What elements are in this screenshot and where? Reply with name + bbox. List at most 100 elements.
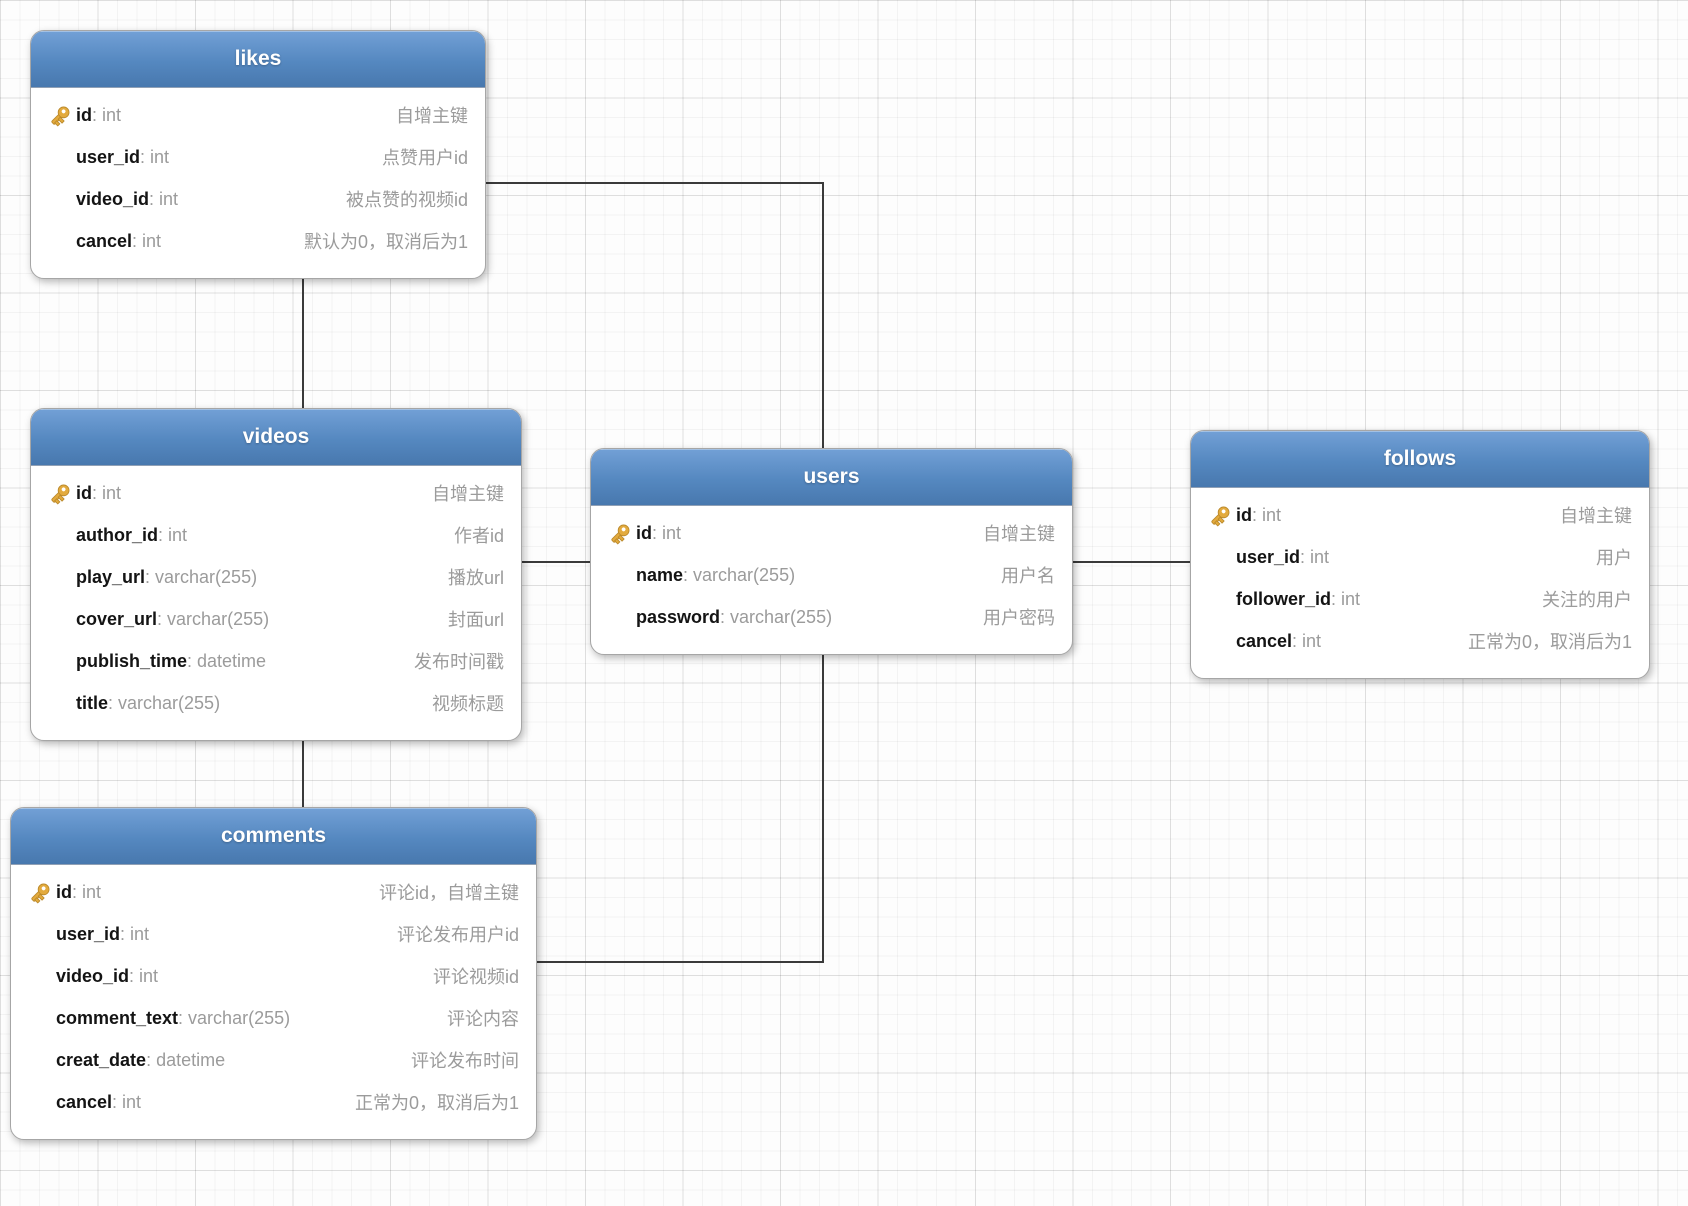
field-row-videos-id[interactable]: id : int 自增主键	[31, 472, 521, 514]
field-type: : varchar(255)	[178, 1007, 291, 1028]
table-title: users	[803, 465, 860, 488]
primary-key-icon	[50, 484, 69, 505]
key-slot	[1204, 630, 1236, 653]
field-comment: 自增主键	[396, 106, 468, 126]
field-name: id	[56, 881, 72, 902]
field-name: password	[636, 606, 721, 627]
field-list: id : int 评论id，自增主键 user_id : int 评论发布用户i…	[11, 865, 536, 1139]
field-comment: 用户密码	[983, 608, 1055, 628]
table-users[interactable]: users id : int 自增主键	[590, 448, 1073, 655]
table-header[interactable]: follows	[1191, 431, 1649, 488]
field-comment: 点赞用户id	[381, 148, 468, 168]
field-row-comments-cancel[interactable]: cancel : int 正常为0，取消后为1	[11, 1081, 536, 1123]
field-type: : int	[140, 146, 170, 167]
key-slot	[604, 522, 636, 545]
field-row-comments-comment_text[interactable]: comment_text : varchar(255) 评论内容	[11, 997, 536, 1039]
field-type: : int	[112, 1091, 142, 1112]
field-comment: 评论视频id	[432, 967, 519, 987]
table-header[interactable]: videos	[31, 409, 521, 466]
field-name: publish_time	[76, 650, 188, 671]
field-comment: 自增主键	[1560, 506, 1632, 526]
field-name: cover_url	[76, 608, 158, 629]
field-comment: 评论内容	[447, 1009, 519, 1029]
field-type: : int	[149, 188, 179, 209]
field-row-follows-follower_id[interactable]: follower_id : int 关注的用户	[1191, 578, 1649, 620]
field-row-follows-user_id[interactable]: user_id : int 用户	[1191, 536, 1649, 578]
field-type: : int	[132, 230, 162, 251]
field-row-videos-publish_time[interactable]: publish_time : datetime 发布时间戳	[31, 640, 521, 682]
field-name: id	[76, 482, 92, 503]
field-type: : int	[72, 881, 102, 902]
field-list: id : int 自增主键 name : varchar(255) 用户名	[591, 506, 1072, 654]
field-row-follows-cancel[interactable]: cancel : int 正常为0，取消后为1	[1191, 620, 1649, 662]
table-follows[interactable]: follows id : int 自增主键	[1190, 430, 1650, 679]
primary-key-icon	[610, 524, 629, 545]
connector-likes-users-v	[822, 182, 824, 449]
field-name: comment_text	[56, 1007, 179, 1028]
field-row-comments-video_id[interactable]: video_id : int 评论视频id	[11, 955, 536, 997]
key-slot	[44, 104, 76, 127]
table-header[interactable]: likes	[31, 31, 485, 88]
field-comment: 评论id，自增主键	[378, 883, 519, 903]
field-name: cancel	[56, 1091, 113, 1112]
field-type: : varchar(255)	[720, 606, 833, 627]
field-row-videos-cover_url[interactable]: cover_url : varchar(255) 封面url	[31, 598, 521, 640]
field-type: : varchar(255)	[108, 692, 221, 713]
key-slot	[1204, 504, 1236, 527]
key-slot	[1204, 546, 1236, 569]
field-name: author_id	[76, 524, 159, 545]
field-type: : datetime	[187, 650, 267, 671]
field-name: cancel	[76, 230, 133, 251]
field-comment: 关注的用户	[1542, 590, 1632, 610]
field-comment: 视频标题	[432, 694, 504, 714]
field-row-likes-user_id[interactable]: user_id : int 点赞用户id	[31, 136, 485, 178]
field-comment: 评论发布用户id	[396, 925, 519, 945]
field-row-users-id[interactable]: id : int 自增主键	[591, 512, 1072, 554]
key-slot	[24, 1049, 56, 1072]
field-list: id : int 自增主键 user_id : int 用户	[1191, 488, 1649, 678]
connector-users-follows	[1072, 561, 1191, 563]
table-videos[interactable]: videos id : int 自增主键	[30, 408, 522, 741]
field-comment: 封面url	[447, 610, 504, 630]
field-row-comments-user_id[interactable]: user_id : int 评论发布用户id	[11, 913, 536, 955]
table-likes[interactable]: likes id : int 自增主键	[30, 30, 486, 279]
key-slot	[24, 881, 56, 904]
field-name: id	[76, 104, 92, 125]
field-list: id : int 自增主键 author_id : int 作者id	[31, 466, 521, 740]
field-name: creat_date	[56, 1049, 147, 1070]
key-slot	[44, 692, 76, 715]
table-header[interactable]: comments	[11, 808, 536, 865]
field-row-likes-id[interactable]: id : int 自增主键	[31, 94, 485, 136]
table-comments[interactable]: comments id : int 评论id，自增主键	[10, 807, 537, 1140]
field-name: video_id	[76, 188, 150, 209]
field-row-users-password[interactable]: password : varchar(255) 用户密码	[591, 596, 1072, 638]
field-type: : int	[1292, 630, 1322, 651]
field-comment: 正常为0，取消后为1	[354, 1093, 519, 1113]
key-slot	[604, 606, 636, 629]
field-row-videos-play_url[interactable]: play_url : varchar(255) 播放url	[31, 556, 521, 598]
field-comment: 用户	[1596, 548, 1632, 568]
key-slot	[604, 564, 636, 587]
field-row-follows-id[interactable]: id : int 自增主键	[1191, 494, 1649, 536]
field-type: : varchar(255)	[145, 566, 258, 587]
field-row-likes-video_id[interactable]: video_id : int 被点赞的视频id	[31, 178, 485, 220]
key-slot	[24, 965, 56, 988]
key-slot	[44, 566, 76, 589]
field-row-comments-id[interactable]: id : int 评论id，自增主键	[11, 871, 536, 913]
field-row-videos-author_id[interactable]: author_id : int 作者id	[31, 514, 521, 556]
key-slot	[1204, 588, 1236, 611]
table-header[interactable]: users	[591, 449, 1072, 506]
field-name: name	[636, 564, 684, 585]
field-type: : int	[1331, 588, 1361, 609]
field-row-videos-title[interactable]: title : varchar(255) 视频标题	[31, 682, 521, 724]
field-type: : int	[158, 524, 188, 545]
field-row-users-name[interactable]: name : varchar(255) 用户名	[591, 554, 1072, 596]
table-title: follows	[1383, 447, 1457, 470]
key-slot	[44, 608, 76, 631]
key-slot	[44, 524, 76, 547]
field-row-comments-creat_date[interactable]: creat_date : datetime 评论发布时间	[11, 1039, 536, 1081]
field-list: id : int 自增主键 user_id : int 点赞用户id	[31, 88, 485, 278]
field-comment: 被点赞的视频id	[345, 190, 468, 210]
field-row-likes-cancel[interactable]: cancel : int 默认为0，取消后为1	[31, 220, 485, 262]
